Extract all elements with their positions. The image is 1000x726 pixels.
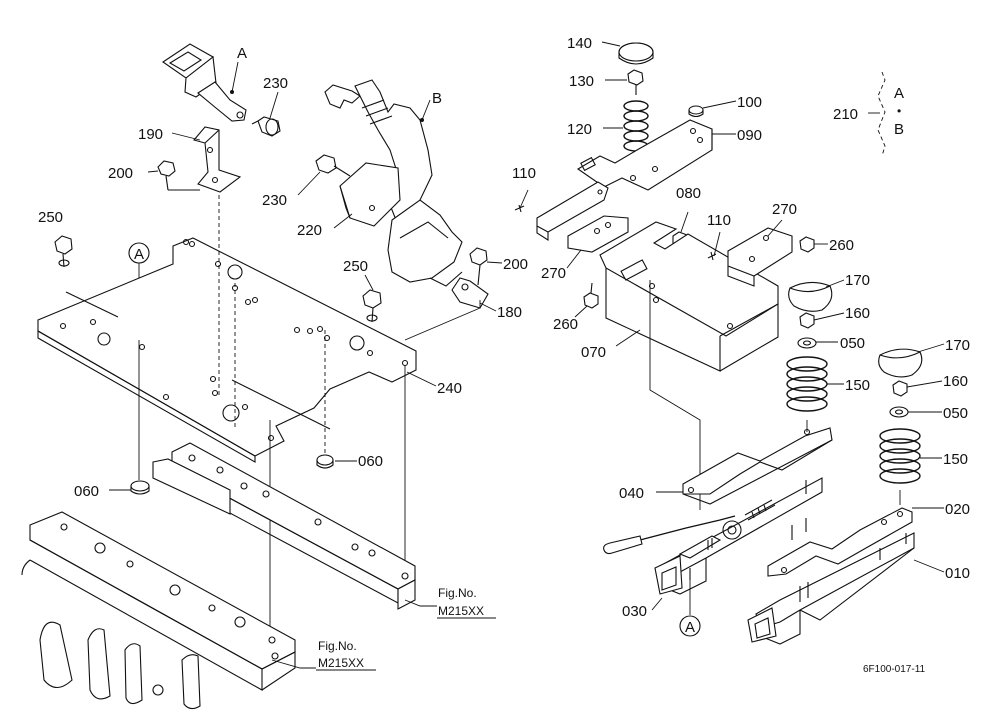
bolt-100 <box>688 105 704 118</box>
callout-270-right: 270 <box>772 201 797 218</box>
callout-260-left: 260 <box>553 316 578 333</box>
washer-050-lower <box>889 406 909 418</box>
pin-110-left <box>514 204 525 213</box>
callout-050-upper: 050 <box>840 335 865 352</box>
callout-090: 090 <box>737 127 762 144</box>
callout-250-left: 250 <box>38 209 63 226</box>
callout-160-lower: 160 <box>943 373 968 390</box>
bracket-090 <box>576 119 713 191</box>
callout-110-left: 110 <box>512 165 536 182</box>
bracket-040 <box>682 427 833 505</box>
bolt-250-left <box>54 235 73 268</box>
callout-260-right: 260 <box>829 237 854 254</box>
nut-160-lower <box>892 380 908 397</box>
cushion-170-lower <box>878 348 923 378</box>
callout-150-upper: 150 <box>845 377 870 394</box>
callout-060-center: 060 <box>358 453 383 470</box>
drawing-number: 6F100-017-11 <box>863 664 926 675</box>
callout-120: 120 <box>567 121 592 138</box>
bolt-260-left <box>583 282 599 309</box>
fig-ref-bottom-number: M215XX <box>318 656 364 670</box>
callout-220: 220 <box>297 222 322 239</box>
callout-020: 020 <box>945 501 970 518</box>
callout-010: 010 <box>945 565 970 582</box>
spring-150-upper <box>786 356 828 412</box>
rail-flap <box>152 458 231 515</box>
seat-belt-retractor-b <box>324 79 463 287</box>
bolt-230-center <box>315 154 351 177</box>
nut-060-left <box>130 480 150 495</box>
callout-230-left: 230 <box>263 75 288 92</box>
spring-120 <box>623 100 649 152</box>
callout-210: 210 <box>833 106 858 123</box>
callout-200-center: 200 <box>503 256 528 273</box>
buckle-a-leader-dot <box>230 90 234 94</box>
knob-140 <box>618 42 654 65</box>
fig-ref-right-number: M215XX <box>438 604 484 618</box>
fig-ref-right-label: Fig.No. <box>438 586 477 600</box>
nut-060-center <box>316 454 334 469</box>
seat-belt-buckle-a <box>162 43 247 122</box>
cover-220 <box>339 162 401 227</box>
ref-a-circle-bottom-letter: A <box>685 619 695 636</box>
callout-190: 190 <box>138 126 163 143</box>
callout-150-lower: 150 <box>943 451 968 468</box>
callout-140: 140 <box>567 35 592 52</box>
seat-base-plate-240 <box>37 237 417 463</box>
nut-130 <box>627 69 644 95</box>
callout-240: 240 <box>437 380 462 397</box>
washer-050-upper <box>797 337 817 349</box>
bracket-270-left <box>567 215 629 253</box>
callout-060-left: 060 <box>74 483 99 500</box>
retractor-b-leader-dot <box>420 118 424 122</box>
bolt-200-center <box>469 247 488 286</box>
bracket-020 <box>767 507 913 577</box>
ref-a-circle-bottom <box>679 615 701 637</box>
callout-160-upper: 160 <box>845 305 870 322</box>
bracket-letter-b: B <box>894 121 904 138</box>
callout-250-center: 250 <box>343 258 368 275</box>
callout-230-center: 230 <box>262 192 287 209</box>
cushion-170-upper <box>788 281 833 312</box>
letter-a-label: A <box>237 45 247 62</box>
callout-080: 080 <box>676 185 701 202</box>
callout-170-upper: 170 <box>845 272 870 289</box>
bolt-260-right <box>799 236 815 253</box>
callout-040: 040 <box>619 485 644 502</box>
bolt-200-left <box>157 160 176 191</box>
callout-050-lower: 050 <box>943 405 968 422</box>
bolt-250-center <box>362 289 382 323</box>
callout-030: 030 <box>622 603 647 620</box>
bolt-230-left <box>251 116 281 137</box>
spring-150-lower <box>879 428 921 484</box>
callout-130: 130 <box>569 73 594 90</box>
callout-100: 100 <box>737 94 762 111</box>
slide-rail-030 <box>603 477 823 595</box>
seat-bracket-arm <box>536 181 609 242</box>
nut-160-upper <box>799 312 815 329</box>
bracket-letter-a: A <box>894 85 904 102</box>
seat-frame-070 <box>599 221 779 372</box>
callout-200-left: 200 <box>108 165 133 182</box>
bracket-270-right <box>727 227 793 287</box>
bracket-dot: • <box>897 104 901 118</box>
callout-070: 070 <box>581 344 606 361</box>
bracket-180 <box>451 277 489 309</box>
callout-180: 180 <box>497 304 522 321</box>
bracket-210 <box>877 71 886 157</box>
ref-a-circle-left-letter: A <box>134 246 144 263</box>
callout-270-left: 270 <box>541 265 566 282</box>
fig-ref-bottom-label: Fig.No. <box>318 639 357 653</box>
callout-110-right: 110 <box>707 212 731 229</box>
letter-b-label: B <box>432 90 442 107</box>
bracket-190 <box>193 126 242 193</box>
lower-frame <box>21 511 296 710</box>
callout-170-lower: 170 <box>945 337 970 354</box>
slide-rail-010 <box>747 532 915 645</box>
